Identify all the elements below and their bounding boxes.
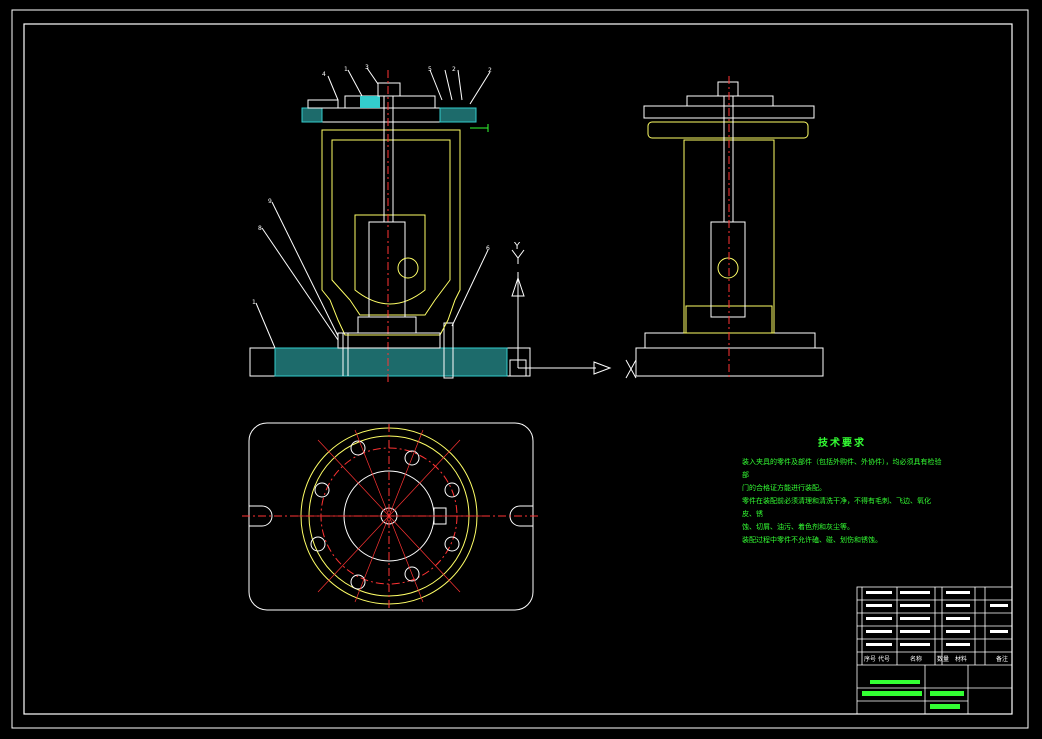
technical-requirements: 技术要求 装入夹具的零件及部件（包括外购件、外协件），均必须具有检验部 门的合格… (742, 437, 942, 547)
notes-line: 装配过程中零件不允许磕、碰、划伤和锈蚀。 (742, 536, 882, 544)
leader (366, 67, 379, 85)
notes-line: 蚀、切屑、油污、着色剂和灰尘等。 (742, 523, 854, 531)
housing-inner (331, 139, 451, 316)
balloon-label: 8 (258, 225, 262, 232)
title-block-header: 序号 代号 名称 数量 材料 备注 (864, 655, 1008, 663)
balloon-label: 2 (452, 66, 456, 73)
leader (327, 75, 339, 101)
title-block-frame (856, 586, 1013, 715)
side-pin-hole (717, 257, 739, 279)
balloon-label: 1 (252, 299, 256, 306)
flange-hatch-r (439, 107, 477, 123)
flange-hatch (301, 107, 323, 123)
top-clamp (344, 95, 436, 109)
title-block-green-cells (862, 680, 964, 709)
side-pull-block (710, 221, 746, 318)
base-hatch (274, 347, 508, 377)
balloon-label: 4 (322, 71, 326, 78)
leader (347, 69, 363, 97)
bolt-holes (310, 440, 460, 590)
radial-lines (296, 429, 482, 603)
leader (261, 227, 339, 341)
title-block-text-bars (866, 591, 1008, 646)
svg-text:材料: 材料 (955, 655, 967, 663)
screw-left (307, 99, 339, 109)
leader (451, 249, 489, 327)
side-clamp (686, 95, 774, 107)
top-view[interactable] (242, 422, 540, 611)
leader (429, 69, 443, 101)
notes-line: 零件在装配前必须清理和清洗干净，不得有毛刺、飞边、氧化皮、锈 (742, 497, 931, 518)
pin-hole (397, 257, 419, 279)
balloon-label: 5 (428, 66, 432, 73)
svg-text:备注: 备注 (996, 655, 1008, 663)
side-locator (644, 332, 816, 349)
notes-line: 装入夹具的零件及部件（包括外购件、外协件），均必须具有检验部 (742, 458, 942, 479)
balloon-label: 1 (344, 66, 348, 73)
balloon-label: 2 (488, 67, 492, 74)
outer-frame (11, 9, 1029, 729)
leader (444, 69, 453, 101)
title-block[interactable]: 序号 代号 名称 数量 材料 备注 (856, 586, 1013, 715)
notes-title: 技术要求 (818, 438, 866, 449)
housing-cavity (354, 214, 426, 305)
svg-text:数量: 数量 (937, 655, 949, 663)
view-direction: Y (509, 241, 637, 379)
svg-text:代号: 代号 (878, 655, 890, 663)
svg-text:序号: 序号 (864, 655, 876, 663)
leader (255, 302, 276, 349)
notes-line: 门的合格证方能进行装配。 (742, 484, 826, 492)
balloon-label: 9 (268, 198, 272, 205)
svg-text:名称: 名称 (910, 655, 922, 663)
nut (377, 82, 401, 97)
side-flange (647, 121, 809, 139)
leader (469, 71, 491, 105)
clamp-cyan (360, 96, 380, 108)
left-u-slot (249, 505, 273, 527)
dowel-pin (443, 322, 454, 379)
inner-frame (23, 23, 1013, 715)
tolerance-mark (470, 124, 489, 132)
front-view[interactable]: 4 1 3 5 2 2 9 8 1 6 (249, 64, 531, 382)
balloon-label: 3 (365, 64, 369, 71)
bottom-locator (357, 316, 417, 334)
side-view[interactable] (635, 76, 824, 378)
leader (271, 201, 339, 337)
y-axis-label: Y (513, 241, 521, 252)
balloon-label: 6 (486, 245, 490, 252)
side-nut (717, 81, 739, 97)
locating-plate (337, 332, 441, 349)
leader (457, 69, 463, 101)
